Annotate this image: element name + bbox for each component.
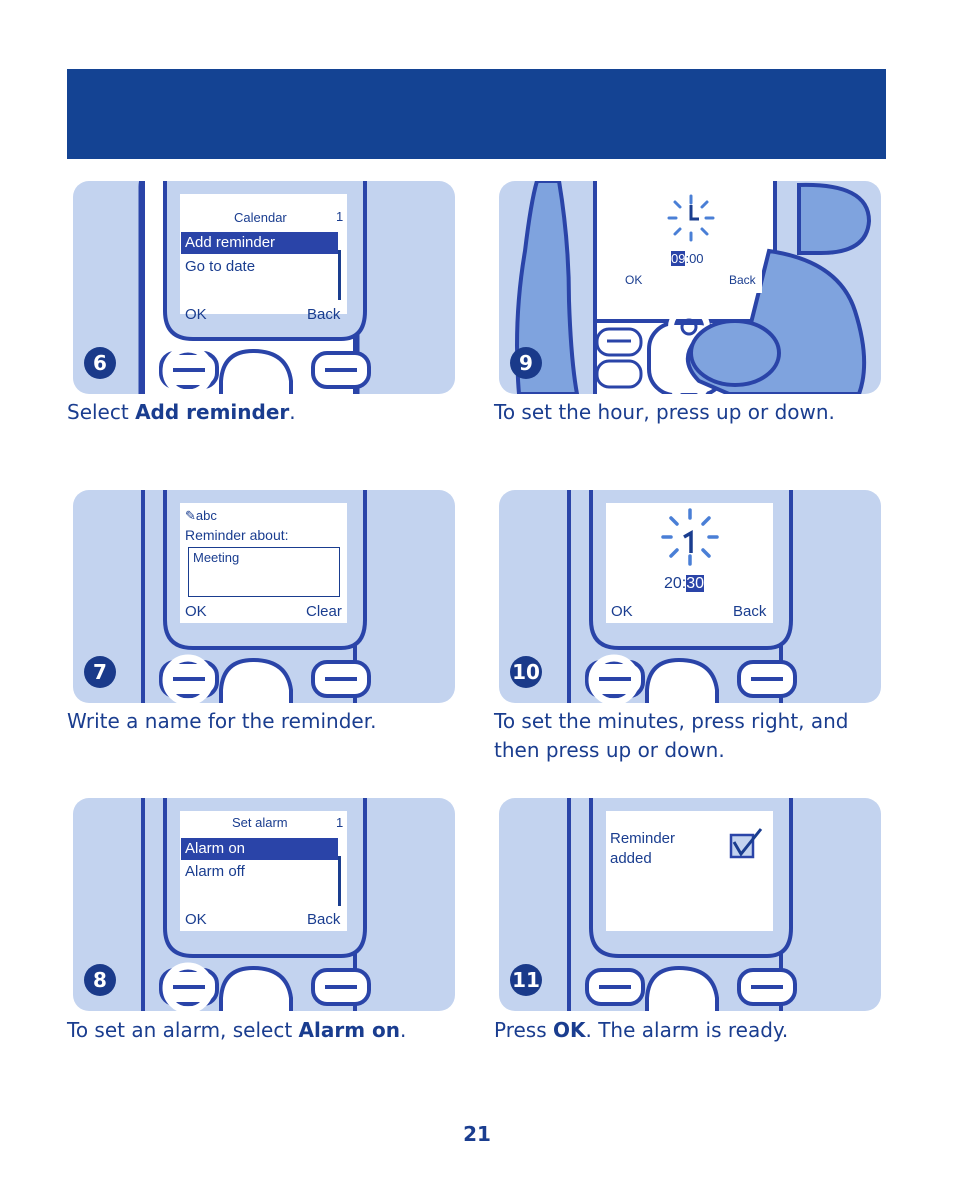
- caption-emphasis: Alarm on: [298, 1018, 401, 1042]
- caption-text: Press: [494, 1018, 553, 1042]
- right-softkey-label[interactable]: Back: [733, 603, 767, 620]
- confirmation-message: Reminder added: [610, 829, 675, 869]
- phone-with-hand-illustration: [515, 181, 872, 394]
- step-9-caption: To set the hour, press up or down.: [494, 400, 835, 424]
- time-minutes: :00: [685, 251, 704, 266]
- phone-screen: ✎abc Reminder about: Meeting OK Clear: [180, 503, 347, 623]
- left-softkey-label[interactable]: OK: [185, 603, 207, 620]
- clock-icon: [661, 508, 719, 566]
- left-softkey-label[interactable]: OK: [625, 273, 643, 287]
- step-6-caption: Select Add reminder.: [67, 398, 296, 427]
- message-line: Reminder: [610, 830, 676, 847]
- scrollbar: [338, 250, 341, 300]
- step-10-illustration: 20:30 OK Back 10: [499, 490, 881, 703]
- step-10-caption: To set the minutes, press right, and the…: [494, 707, 849, 765]
- scrollbar: [338, 856, 341, 906]
- step-9-illustration: 09:00 OK Back 9: [499, 181, 881, 394]
- screen-index: 1: [336, 209, 344, 224]
- phone-screen: Set alarm 1 Alarm on Alarm off OK Back: [180, 811, 347, 931]
- input-mode-text: abc: [195, 508, 217, 523]
- page-number: 21: [463, 1122, 491, 1146]
- input-mode-indicator: ✎abc: [185, 508, 217, 524]
- clock-icon: [667, 194, 715, 242]
- phone-screen: Calendar 1 Add reminder Go to date OK Ba…: [180, 194, 347, 323]
- left-softkey-label[interactable]: OK: [611, 603, 633, 620]
- step-number-badge: 9: [510, 347, 542, 379]
- screen-index: 1: [336, 815, 344, 830]
- field-label: Reminder about:: [185, 527, 289, 543]
- step-8-illustration: Set alarm 1 Alarm on Alarm off OK Back 8: [73, 798, 455, 1011]
- right-softkey-label[interactable]: Back: [307, 306, 341, 323]
- caption-text: Select: [67, 400, 136, 424]
- caption-line: then press up or down.: [494, 738, 725, 762]
- step-8-caption: To set an alarm, select Alarm on.: [67, 1016, 406, 1045]
- right-softkey-label[interactable]: Back: [729, 273, 756, 287]
- step-number-badge: 11: [510, 964, 542, 996]
- caption-emphasis: OK: [553, 1018, 586, 1042]
- time-display[interactable]: 09:00: [671, 251, 704, 266]
- left-softkey-label[interactable]: OK: [185, 911, 207, 928]
- caption-text: To set an alarm, select: [67, 1018, 299, 1042]
- time-minute-field[interactable]: 30: [686, 575, 705, 592]
- menu-item-selected[interactable]: Add reminder: [181, 232, 338, 254]
- step-7-caption: Write a name for the reminder.: [67, 709, 377, 733]
- chapter-banner: [67, 69, 886, 159]
- checkmark-icon: [729, 828, 763, 859]
- screen-title: Set alarm: [232, 815, 288, 830]
- phone-screen: Reminder added: [606, 811, 773, 931]
- time-display[interactable]: 20:30: [664, 575, 705, 593]
- reminder-text-input[interactable]: Meeting: [188, 547, 340, 597]
- phone-screen: 09:00 OK Back: [621, 189, 762, 293]
- caption-line: To set the minutes, press right, and: [494, 709, 849, 733]
- input-value: Meeting: [193, 550, 240, 565]
- step-number-badge: 7: [84, 656, 116, 688]
- pencil-icon: ✎: [185, 508, 196, 523]
- step-6-illustration: Calendar 1 Add reminder Go to date OK Ba…: [73, 181, 455, 394]
- time-hour: 20:: [664, 575, 687, 592]
- step-number-badge: 10: [510, 656, 542, 688]
- caption-text: .: [289, 400, 296, 424]
- menu-item[interactable]: Alarm off: [185, 863, 245, 880]
- step-11-illustration: Reminder added 11: [499, 798, 881, 1011]
- step-number-badge: 6: [84, 347, 116, 379]
- caption-text: . The alarm is ready.: [585, 1018, 789, 1042]
- menu-item[interactable]: Go to date: [185, 258, 256, 275]
- step-7-illustration: ✎abc Reminder about: Meeting OK Clear 7: [73, 490, 455, 703]
- time-hour-field[interactable]: 09: [671, 251, 686, 266]
- right-softkey-label[interactable]: Clear: [306, 603, 342, 620]
- caption-emphasis: Add reminder: [135, 400, 290, 424]
- step-11-caption: Press OK. The alarm is ready.: [494, 1016, 788, 1045]
- screen-title: Calendar: [234, 210, 287, 225]
- left-softkey-label[interactable]: OK: [185, 306, 207, 323]
- right-softkey-label[interactable]: Back: [307, 911, 341, 928]
- menu-item-selected[interactable]: Alarm on: [181, 838, 338, 860]
- phone-screen: 20:30 OK Back: [606, 503, 773, 623]
- step-number-badge: 8: [84, 964, 116, 996]
- caption-text: .: [400, 1018, 407, 1042]
- message-line: added: [610, 850, 652, 867]
